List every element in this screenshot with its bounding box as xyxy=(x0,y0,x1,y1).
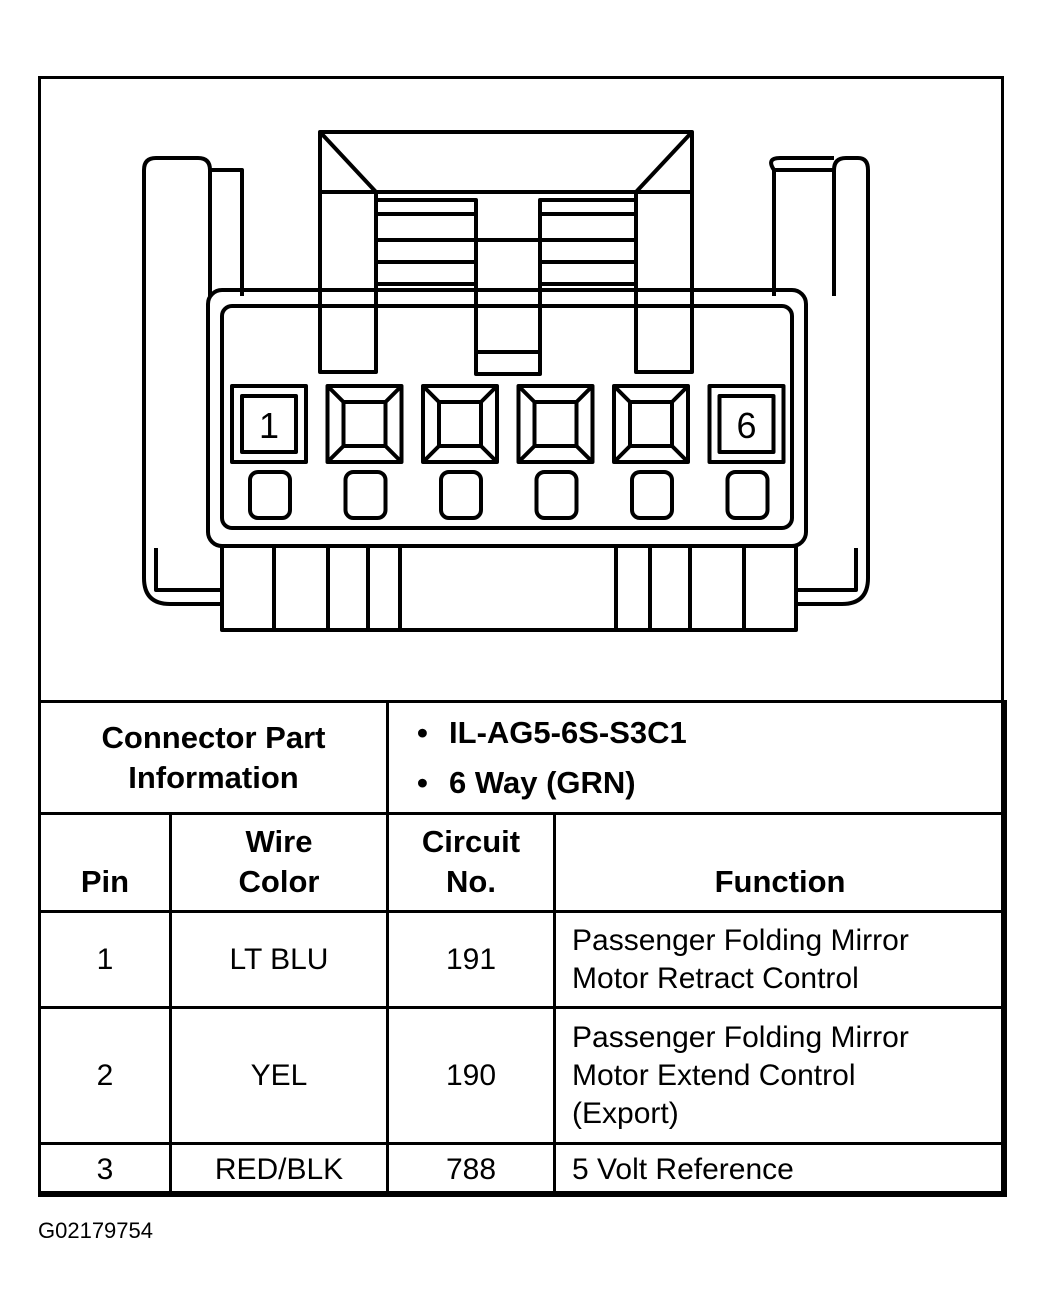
header-circuit-line2: No. xyxy=(446,864,496,899)
circuit-cell: 191 xyxy=(386,910,557,1009)
part-description: 6 Way (GRN) xyxy=(417,758,1004,808)
right-latch xyxy=(769,156,870,606)
part-info-label-line1: Connector Part xyxy=(101,719,326,755)
header-circuit-line1: Circuit xyxy=(421,824,521,859)
pin-cavity-6: 6 xyxy=(707,384,786,520)
function-line: 5 Volt Reference xyxy=(572,1152,794,1186)
function-line: Passenger Folding Mirror xyxy=(572,923,909,957)
connector-body xyxy=(206,288,808,632)
table-row: 2 YEL 190 Passenger Folding Mirror Motor… xyxy=(38,1006,1008,1145)
wire-color-cell: LT BLU xyxy=(168,910,390,1009)
header-function-text: Function xyxy=(714,864,846,899)
function-line: Motor Extend Control xyxy=(572,1058,856,1092)
wire-color-cell: YEL xyxy=(168,1006,390,1145)
part-number: IL-AG5-6S-S3C1 xyxy=(417,708,1004,758)
header-wire-color-line1: Wire xyxy=(245,824,313,859)
pin-cavity-2 xyxy=(325,384,404,520)
table-row: 3 RED/BLK 788 5 Volt Reference xyxy=(38,1142,1008,1197)
connector-table: Connector Part Information IL-AG5-6S-S3C… xyxy=(37,700,1008,1197)
part-info-row: Connector Part Information IL-AG5-6S-S3C… xyxy=(37,700,1008,815)
pin-number-label: 6 xyxy=(736,405,756,446)
pin-cell: 2 xyxy=(38,1006,172,1145)
circuit-cell: 190 xyxy=(386,1006,557,1145)
header-function: Function xyxy=(553,812,1008,913)
pin-number-label: 1 xyxy=(259,405,279,446)
function-line: Passenger Folding Mirror xyxy=(572,1020,909,1054)
part-info-label-line2: Information xyxy=(128,759,299,795)
pin-cavity-3 xyxy=(421,384,499,520)
header-circuit: Circuit No. xyxy=(386,812,557,913)
figure-id: G02179754 xyxy=(38,1218,153,1243)
wire-color-cell: RED/BLK xyxy=(168,1142,390,1197)
pin-cavity-1: 1 xyxy=(230,384,308,520)
header-pin: Pin xyxy=(38,812,172,913)
circuit-cell: 788 xyxy=(386,1142,557,1197)
pin-cell: 1 xyxy=(38,910,172,1009)
table-row: 1 LT BLU 191 Passenger Folding Mirror Mo… xyxy=(38,910,1008,1009)
header-wire-color: Wire Color xyxy=(168,812,390,913)
pin-cell: 3 xyxy=(38,1142,172,1197)
part-info-values: IL-AG5-6S-S3C1 6 Way (GRN) xyxy=(386,700,1008,815)
left-latch xyxy=(142,156,244,606)
header-wire-color-line2: Color xyxy=(238,864,320,899)
function-cell: 5 Volt Reference xyxy=(553,1142,1008,1197)
header-pin-text: Pin xyxy=(80,864,130,899)
top-housing xyxy=(318,130,694,376)
function-line: (Export) xyxy=(572,1096,679,1130)
function-cell: Passenger Folding Mirror Motor Extend Co… xyxy=(553,1006,1008,1145)
function-cell: Passenger Folding Mirror Motor Retract C… xyxy=(553,910,1008,1009)
pin-cavity-5 xyxy=(612,384,690,520)
header-row: Pin Wire Color Circuit No. Function xyxy=(38,812,1008,913)
pin-cavity-4 xyxy=(516,384,595,520)
function-line: Motor Retract Control xyxy=(572,961,859,995)
part-info-label: Connector Part Information xyxy=(37,700,390,815)
